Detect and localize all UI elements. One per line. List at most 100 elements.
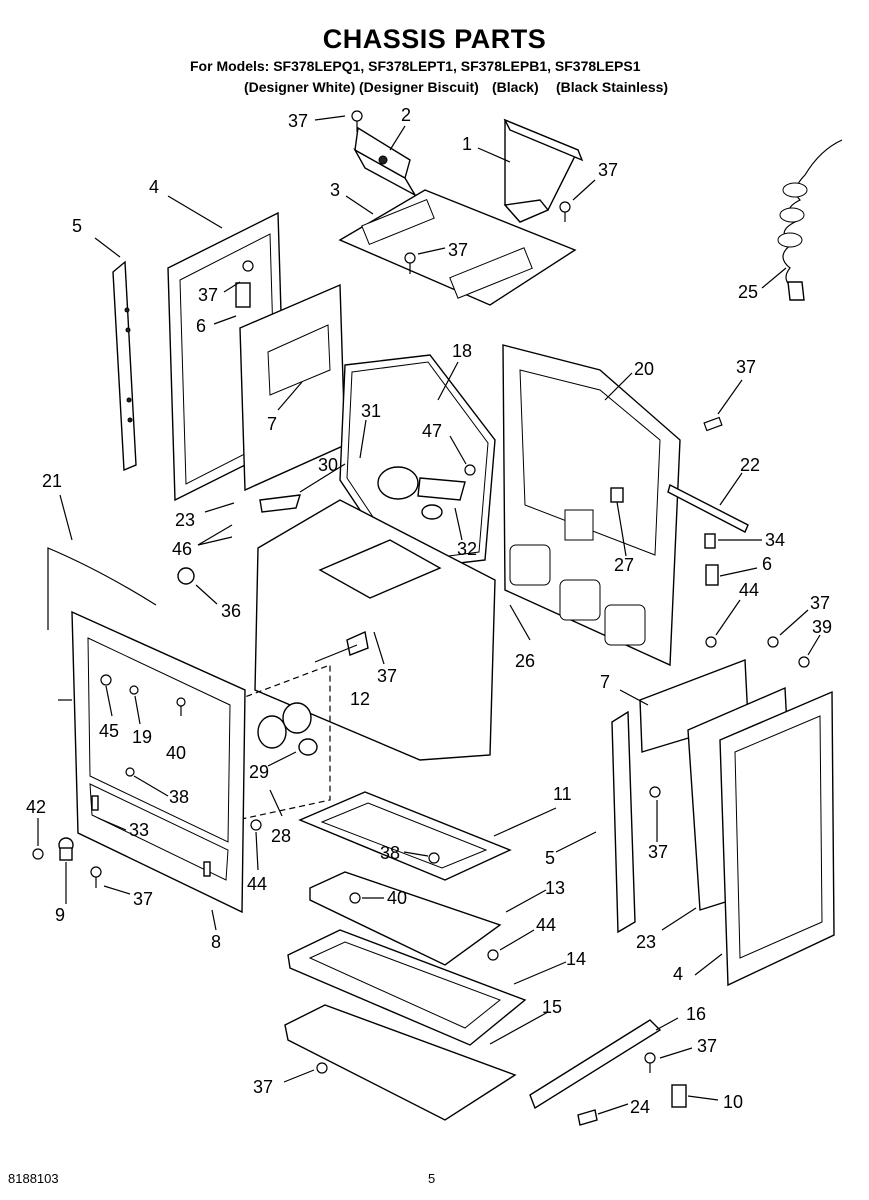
callout-34: 34 [765,530,785,550]
screw-icon [176,697,186,716]
part-24-clip [577,1109,598,1126]
callout-39: 39 [812,617,832,637]
part-14-storage-tray [287,929,527,1046]
screw-icon [559,201,571,222]
screw-icon [798,656,810,668]
callout-44: 44 [247,874,267,894]
callout-37: 37 [448,240,468,260]
callout-14: 14 [566,949,586,969]
screw-icon [464,464,476,476]
callout-6: 6 [762,554,772,574]
page-title: CHASSIS PARTS [322,24,547,54]
callout-23: 23 [636,932,656,952]
callout-23: 23 [175,510,195,530]
screw-icon [487,949,499,961]
screw-icon [705,636,717,648]
screw-icon [125,767,135,777]
callout-9: 9 [55,905,65,925]
screw-icon [644,1052,656,1073]
part-9-hinge [58,837,74,861]
screw-icon [351,110,363,132]
callout-7: 7 [600,672,610,692]
screw-icon [129,685,139,695]
callout-37: 37 [598,160,618,180]
callout-29: 29 [249,762,269,782]
part-32-valve-assembly [377,466,466,520]
part-11-broiler-pan [298,791,512,881]
callout-36: 36 [221,601,241,621]
callout-37: 37 [810,593,830,613]
part-7-insulation-left [239,283,346,492]
callout-21: 21 [42,471,62,491]
leader-lines [37,115,821,1115]
screw-icon [32,848,44,860]
callout-1: 1 [462,134,472,154]
part-34-fitting [704,533,716,549]
part-16-rail [529,1019,662,1110]
screw-icon [242,260,254,272]
variant-black: (Black) [492,79,539,95]
callout-45: 45 [99,721,119,741]
callout-24: 24 [630,1097,650,1117]
callout-47: 47 [422,421,442,441]
part-30-igniter [259,494,301,513]
part-8-oven-door [71,610,246,914]
callout-37: 37 [736,357,756,377]
callout-37: 37 [288,111,308,131]
callout-37: 37 [648,842,668,862]
callout-5: 5 [72,216,82,236]
callout-2: 2 [401,105,411,125]
part-13-drawer [309,871,502,966]
screw-icon [90,866,102,888]
callout-33: 33 [129,820,149,840]
part-15-base-panel [284,1004,517,1121]
part-6-bracket [705,564,719,586]
screw-icon [767,636,779,648]
callout-38: 38 [169,787,189,807]
callout-13: 13 [545,878,565,898]
document-number: 8188103 [8,1171,59,1186]
callout-10: 10 [723,1092,743,1112]
part-29-burner-parts [257,702,318,756]
part-27-fitting [610,487,624,503]
callout-22: 22 [740,455,760,475]
callout-37: 37 [253,1077,273,1097]
callout-3: 3 [330,180,340,200]
oven-cavity [236,499,496,821]
part-3-top-panel [338,189,577,306]
screw-icon [703,416,723,432]
variant-black-stainless: (Black Stainless) [556,79,669,95]
callout-27: 27 [614,555,634,575]
callout-40: 40 [387,888,407,908]
part-6-bracket [235,282,251,308]
callout-40: 40 [166,743,186,763]
callout-26: 26 [515,651,535,671]
part-10-leveling-leg [671,1084,687,1108]
screw-icon [649,786,661,798]
part-22-rod [667,483,749,533]
callout-labels: 37 2 1 37 4 3 37 5 37 6 25 7 18 20 37 31… [26,105,832,1117]
callout-4: 4 [673,964,683,984]
part-1-duct [503,118,584,223]
callout-25: 25 [738,282,758,302]
callout-37: 37 [697,1036,717,1056]
model-list: For Models: SF378LEPQ1, SF378LEPT1, SF37… [190,58,641,74]
callout-42: 42 [26,797,46,817]
page-number: 5 [428,1171,436,1186]
callout-31: 31 [361,401,381,421]
part-2-bracket [353,126,417,197]
callout-37: 37 [198,285,218,305]
callout-19: 19 [132,727,152,747]
callout-12: 12 [350,689,370,709]
callout-20: 20 [634,359,654,379]
variant-designer-white: (Designer White) [244,79,356,95]
callout-37: 37 [133,889,153,909]
callout-15: 15 [542,997,562,1017]
part-20-rear-panel [502,344,681,667]
variant-designer-biscuit: (Designer Biscuit) [359,79,479,95]
callout-16: 16 [686,1004,706,1024]
callout-32: 32 [457,539,477,559]
callout-18: 18 [452,341,472,361]
